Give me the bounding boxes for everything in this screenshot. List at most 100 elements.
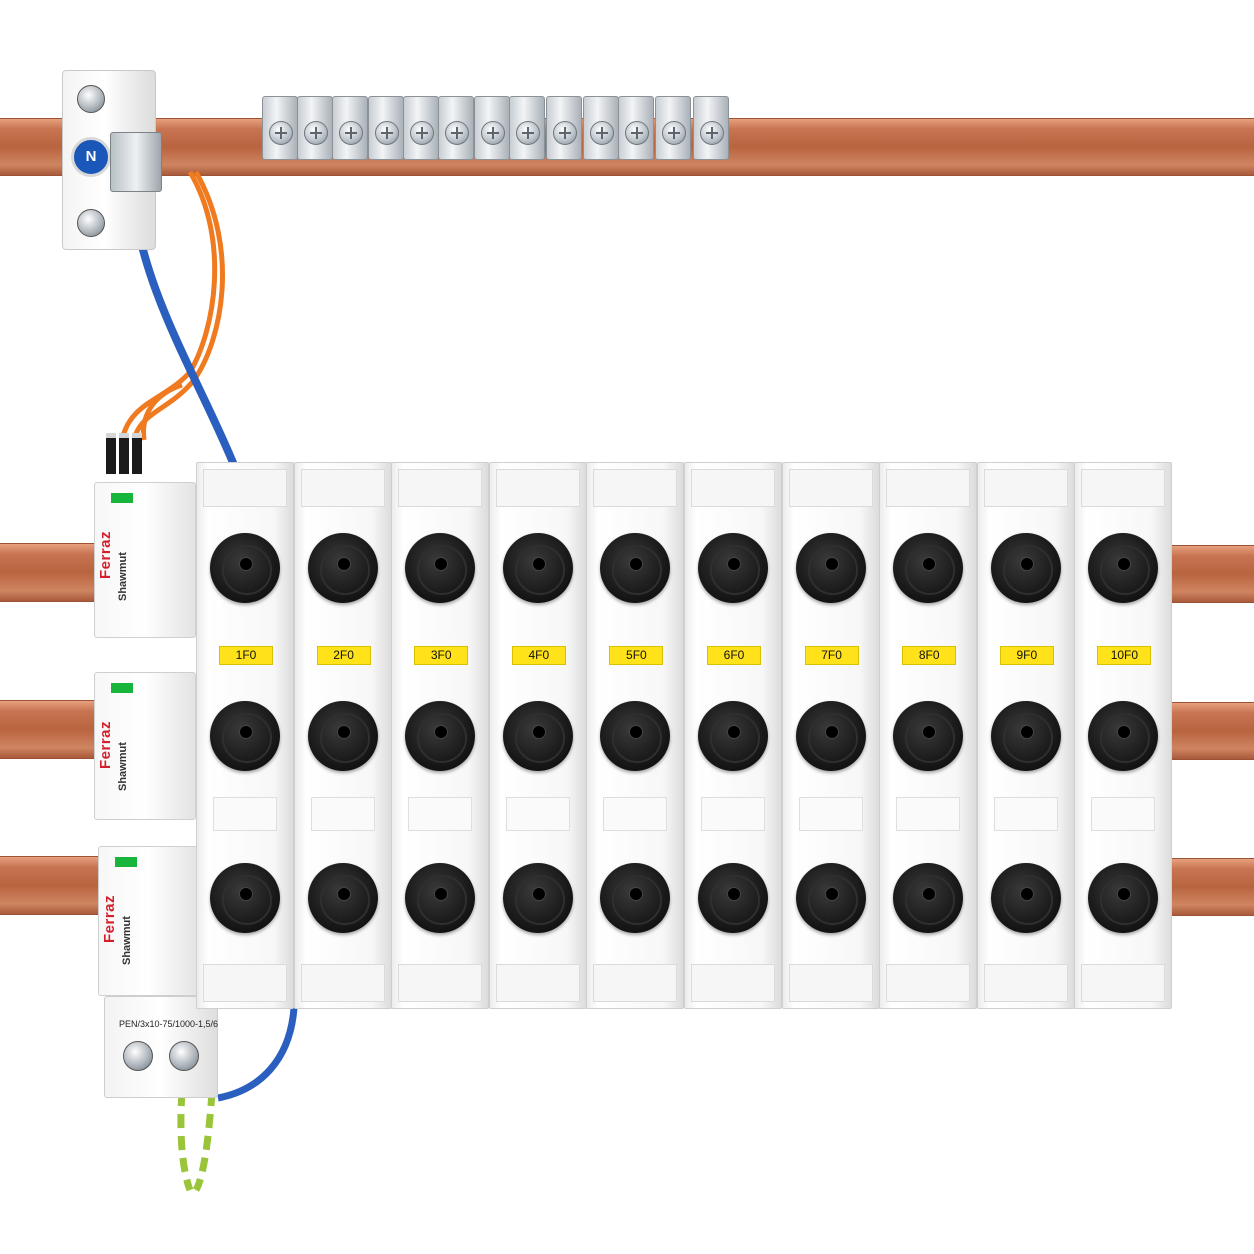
neutral-terminal-clamp — [403, 96, 439, 160]
screw-icon — [662, 121, 686, 145]
neutral-terminal-clamp — [546, 96, 582, 160]
fuse-carrier-icon[interactable] — [990, 863, 1061, 933]
fuse-carrier-icon[interactable] — [795, 533, 866, 603]
fuse-carrier-icon[interactable] — [893, 863, 964, 933]
fuse-label: 3F0 — [414, 646, 469, 665]
neutral-clamp — [110, 132, 162, 192]
screw-icon — [339, 121, 363, 145]
fuse-module: 3F0 — [391, 462, 490, 1009]
neutral-terminal-clamp — [693, 96, 729, 160]
fuse-carrier-icon[interactable] — [990, 701, 1061, 771]
fuse-label: 1F0 — [219, 646, 273, 665]
status-indicator — [111, 493, 133, 503]
neutral-terminal-clamp — [262, 96, 298, 160]
phase-busbar-l3-right — [1170, 858, 1254, 916]
spd-brand: Ferraz — [97, 720, 114, 769]
orange-wire-a — [119, 170, 218, 441]
screw-icon — [625, 121, 649, 145]
screw-icon — [410, 121, 434, 145]
fuse-label: 2F0 — [316, 646, 371, 665]
surge-protector-3: Ferraz Shawmut — [98, 846, 200, 996]
fuse-carrier-icon[interactable] — [795, 701, 866, 771]
fuse-module: 8F0 — [879, 462, 978, 1009]
fuse-carrier-icon[interactable] — [502, 701, 573, 771]
neutral-terminal-clamp — [509, 96, 545, 160]
neutral-terminal-clamp — [438, 96, 474, 160]
screw-icon — [590, 121, 614, 145]
fuse-carrier-icon[interactable] — [698, 863, 768, 933]
spd-brand: Ferraz — [97, 530, 114, 579]
fuse-label: 8F0 — [902, 646, 957, 665]
neutral-terminal-clamp — [618, 96, 654, 160]
neutral-terminal-clamp — [655, 96, 691, 160]
spd-lead-terminals — [106, 433, 146, 474]
fuse-carrier-icon[interactable] — [405, 533, 476, 603]
neutral-terminal-clamp — [474, 96, 510, 160]
screw-icon — [516, 121, 540, 145]
blue-wire-base — [217, 1007, 298, 1102]
fuse-carrier-icon[interactable] — [307, 701, 378, 771]
fuse-carrier-icon[interactable] — [307, 863, 378, 933]
fuse-carrier-icon[interactable] — [210, 863, 280, 933]
fuse-label: 10F0 — [1097, 646, 1152, 665]
fuse-carrier-icon[interactable] — [405, 701, 476, 771]
fuse-carrier-icon[interactable] — [893, 701, 964, 771]
screw-icon — [269, 121, 293, 145]
fuse-label: 6F0 — [707, 646, 761, 665]
fuse-module: 7F0 — [781, 462, 880, 1009]
fuse-module: 2F0 — [293, 462, 392, 1009]
fuse-carrier-icon[interactable] — [1088, 533, 1159, 603]
screw-icon — [304, 121, 328, 145]
fuse-module: 9F0 — [976, 462, 1075, 1009]
green-yellow-wire — [177, 1091, 216, 1192]
bottom-screw-icon — [77, 209, 105, 237]
fuse-carrier-icon[interactable] — [795, 863, 866, 933]
fuse-carrier-icon[interactable] — [502, 533, 573, 603]
surge-protector-1: Ferraz Shawmut — [94, 482, 196, 638]
fuse-carrier-icon[interactable] — [1088, 863, 1159, 933]
fuse-carrier-icon[interactable] — [600, 863, 671, 933]
spd-brand: Ferraz — [101, 894, 118, 943]
fuse-carrier-icon[interactable] — [1088, 701, 1159, 771]
fuse-carrier-icon[interactable] — [600, 701, 671, 771]
status-indicator — [115, 857, 137, 867]
neutral-terminal-clamp — [583, 96, 619, 160]
fuse-module: 10F0 — [1074, 462, 1173, 1009]
base-screw-icon — [169, 1041, 199, 1071]
fuse-carrier-icon[interactable] — [698, 533, 768, 603]
base-code: PEN/3x10-75/1000-1,5/6 — [119, 1019, 219, 1029]
fuse-module: 6F0 — [684, 462, 782, 1009]
phase-busbar-l1-right — [1170, 545, 1254, 603]
neutral-terminal-clamp — [297, 96, 333, 160]
fuse-label: 5F0 — [609, 646, 664, 665]
neutral-terminal-clamp — [368, 96, 404, 160]
phase-busbar-l2-right — [1170, 702, 1254, 760]
status-indicator — [111, 683, 133, 693]
orange-wire-b — [131, 170, 226, 441]
fuse-carrier-icon[interactable] — [307, 533, 378, 603]
fuse-carrier-icon[interactable] — [990, 533, 1061, 603]
fuse-carrier-icon[interactable] — [405, 863, 476, 933]
fuse-carrier-icon[interactable] — [600, 533, 671, 603]
screw-icon — [700, 121, 724, 145]
fuse-carrier-icon[interactable] — [210, 701, 280, 771]
fuse-label: 7F0 — [804, 646, 859, 665]
neutral-badge: N — [71, 137, 111, 177]
spd-model: Shawmut — [117, 742, 129, 791]
fuse-module: 5F0 — [586, 462, 685, 1009]
screw-icon — [445, 121, 469, 145]
base-screw-icon — [123, 1041, 153, 1071]
fuse-carrier-icon[interactable] — [698, 701, 768, 771]
fuse-carrier-icon[interactable] — [210, 533, 280, 603]
top-screw-icon — [77, 85, 105, 113]
screw-icon — [481, 121, 505, 145]
surge-protector-2: Ferraz Shawmut — [94, 672, 196, 820]
fuse-carrier-icon[interactable] — [893, 533, 964, 603]
fuse-module: 4F0 — [488, 462, 587, 1009]
fuse-label: 4F0 — [511, 646, 566, 665]
spd-model: Shawmut — [117, 552, 129, 601]
orange-wire-c — [141, 382, 183, 441]
fuse-carrier-icon[interactable] — [502, 863, 573, 933]
